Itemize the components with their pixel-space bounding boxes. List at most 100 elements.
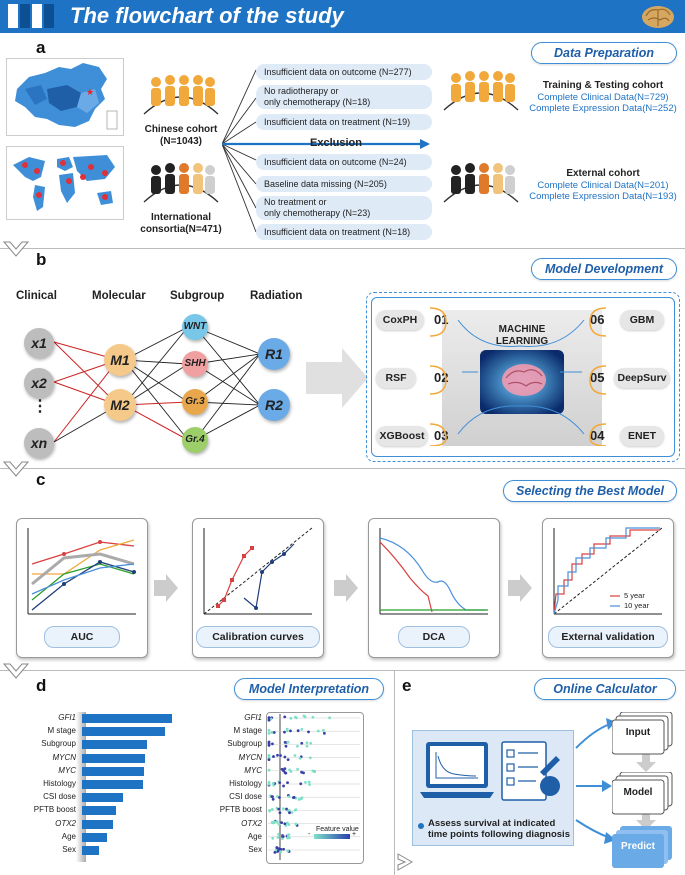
beeswarm-dot [287, 795, 291, 799]
beeswarm-legend-title: Feature value [316, 826, 359, 833]
arrow-right-icon-1 [154, 574, 178, 602]
beeswarm-dot [275, 846, 279, 849]
step-input: Input [625, 727, 651, 738]
node-wnt: WNT [182, 314, 208, 340]
exclusion-item-6: Insufficient data on treatment (N=18) [256, 224, 432, 240]
beeswarm-dot [267, 782, 271, 786]
ml-arc-lines [457, 319, 585, 435]
international-cohort-name: International [150, 212, 211, 223]
international-cohort-people-icon [143, 163, 219, 203]
importance-bar-1 [82, 727, 165, 737]
training-cohort-title: Training & Testing cohort [542, 80, 664, 91]
chevron-down-icon [2, 241, 30, 257]
beeswarm-dot [309, 741, 313, 745]
beeswarm-dot [281, 837, 284, 841]
beeswarm-dot [293, 715, 297, 719]
beeswarm-dot [285, 729, 289, 733]
beeswarm-dot [281, 807, 285, 811]
node-gr4: Gr.4 [182, 427, 208, 453]
predict-card-stack-icon [612, 826, 672, 868]
beeswarm-legend-low: - [308, 831, 311, 838]
chinese-cohort-people-icon [143, 75, 219, 115]
beeswarm-label-3: MYCN [238, 752, 262, 762]
beeswarm-dot [283, 755, 287, 759]
world-map-icon [13, 155, 115, 211]
training-cohort-expression: Complete Expression Data(N=252) [529, 103, 677, 114]
header-square-dark [20, 4, 30, 28]
ml-method-coxph: CoxPH [376, 310, 424, 330]
node-m2: M2 [104, 389, 136, 421]
beeswarm-dot [288, 811, 291, 815]
header-bar [0, 0, 685, 33]
card-calibration-label: Calibration curves [196, 626, 320, 648]
beeswarm-dot [322, 728, 325, 732]
chevron-down-icon-3 [2, 663, 30, 679]
beeswarm-dot [304, 780, 307, 784]
beeswarm-dot [269, 717, 273, 721]
beeswarm-dot [282, 784, 285, 788]
beeswarm-dot [294, 822, 298, 826]
beeswarm-dot [299, 782, 303, 786]
beeswarm-dot [289, 716, 293, 720]
beeswarm-dot [292, 795, 296, 799]
laptop-form-icon [420, 741, 560, 801]
header-square-dark-2 [44, 4, 54, 28]
beeswarm-dot [286, 740, 290, 744]
beeswarm-label-0: GFI1 [244, 713, 262, 722]
beeswarm-dot [271, 742, 274, 746]
beeswarm-label-10: Sex [248, 845, 262, 854]
beeswarm-dot [300, 770, 303, 774]
exclusion-item-4: Baseline data missing (N=205) [256, 176, 432, 192]
beeswarm-dot [286, 758, 290, 762]
beeswarm-dot [281, 835, 285, 838]
model-connection-lines [53, 326, 261, 443]
exclusion-item-0: Insufficient data on outcome (N=277) [256, 64, 432, 80]
beeswarm-dot [270, 808, 274, 811]
beeswarm-dot [275, 795, 279, 798]
bar-label-5: Histology [43, 779, 76, 788]
beeswarm-dot [267, 740, 271, 744]
beeswarm-dot [283, 767, 287, 771]
panel-letter-a: a [36, 38, 46, 57]
beeswarm-dot [270, 731, 274, 734]
beeswarm-dot [277, 832, 280, 836]
legend-5-year: 5 year [624, 591, 645, 600]
china-map-icon: ★ [15, 63, 118, 130]
beeswarm-dot [286, 834, 290, 838]
ml-method-deepsurv: DeepSurv [614, 368, 670, 388]
chinese-cohort-name: Chinese cohort [144, 124, 218, 135]
ml-center-label: MACHINE LEARNING [495, 324, 549, 347]
panel-letter-c: c [36, 470, 46, 489]
calibration-plot [203, 527, 313, 615]
calculator-note: Assess survival at indicated time points… [428, 818, 570, 840]
beeswarm-dot [268, 809, 272, 813]
beeswarm-dot [274, 848, 278, 852]
bar-label-4: MYC [58, 765, 76, 775]
brain-logo-icon [642, 6, 674, 28]
beeswarm-dot [272, 755, 275, 758]
importance-bar-0 [82, 714, 172, 723]
ml-method-xgboost: XGBoost [376, 426, 428, 446]
beeswarm-dot [267, 728, 271, 732]
beeswarm-dot [308, 756, 312, 760]
beeswarm-dot [273, 850, 277, 854]
beeswarm-dot [287, 808, 291, 812]
beeswarm-dot [305, 744, 309, 748]
external-cohort-clinical: Complete Clinical Data(N=201) [537, 180, 669, 191]
beeswarm-label-2: Subgroup [227, 739, 262, 749]
beeswarm-dot [286, 849, 290, 853]
beeswarm-dot [272, 821, 276, 825]
beeswarm-dot [282, 847, 285, 851]
beeswarm-dot [276, 849, 280, 853]
importance-bar-10 [82, 846, 100, 855]
svg-text:★: ★ [86, 87, 94, 97]
beeswarm-label-1: M stage [233, 726, 262, 736]
beeswarm-dot [271, 836, 275, 840]
beeswarm-dot [287, 823, 291, 827]
arrow-right-icon-3 [508, 574, 532, 602]
beeswarm-label-7: PFTB boost [219, 805, 262, 815]
beeswarm-dot [277, 822, 281, 826]
beeswarm-dot [276, 835, 280, 839]
beeswarm-dot [279, 754, 282, 757]
